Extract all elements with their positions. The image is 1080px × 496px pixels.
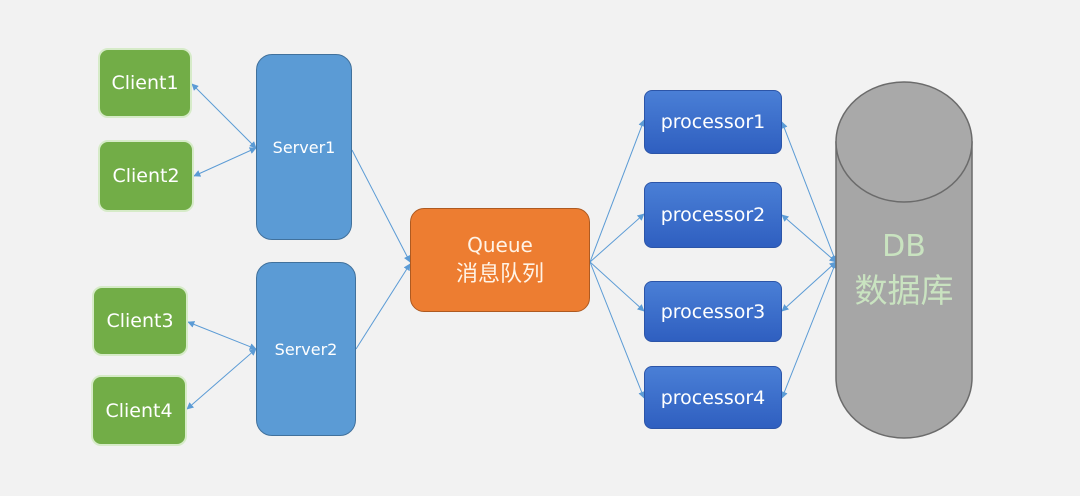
processor-label: processor4 [660, 386, 766, 409]
db-title: DB [882, 229, 926, 264]
db-cylinder-top [835, 81, 973, 203]
arrow-processor4-db [781, 261, 837, 399]
arrow-client2-server1 [193, 147, 257, 177]
processor-node-3: processor3 [644, 281, 782, 342]
client-node-3: Client3 [92, 286, 188, 356]
db-cylinder: DB 数据库 [835, 81, 973, 439]
arrow-client1-server1 [191, 83, 257, 149]
server-label: Server1 [272, 137, 336, 157]
arrow-processor2-db [781, 214, 837, 263]
arrow-queue-processor4 [589, 261, 645, 399]
client-label: Client3 [106, 310, 174, 332]
arrow-processor1-db [781, 121, 837, 263]
client-label: Client4 [105, 399, 173, 422]
processor-node-1: processor1 [644, 90, 782, 154]
client-label: Client1 [111, 72, 179, 94]
server-node-1: Server1 [256, 54, 352, 240]
server-node-2: Server2 [256, 262, 356, 436]
processor-label: processor3 [660, 300, 766, 323]
arrow-queue-processor3 [589, 261, 645, 312]
arrow-server2-queue [355, 263, 411, 350]
processor-label: processor1 [660, 111, 766, 133]
queue-title: Queue [467, 233, 533, 257]
client-node-2: Client2 [98, 140, 194, 212]
processor-node-4: processor4 [644, 366, 782, 429]
arrow-processor3-db [781, 261, 837, 312]
processor-node-2: processor2 [644, 182, 782, 248]
arrow-queue-processor2 [589, 213, 645, 263]
arrow-queue-processor1 [589, 119, 646, 263]
arrow-client4-server2 [186, 348, 257, 410]
queue-subtitle: 消息队列 [455, 262, 544, 287]
arrow-server1-queue [351, 149, 411, 263]
client-node-4: Client4 [91, 375, 187, 446]
client-node-1: Client1 [98, 48, 192, 118]
db-cylinder-body [835, 141, 973, 439]
server-label: Server2 [274, 339, 338, 359]
client-label: Client2 [112, 165, 180, 187]
processor-label: processor2 [660, 204, 766, 226]
arrow-client3-server2 [187, 321, 257, 350]
db-subtitle: 数据库 [855, 271, 954, 310]
queue-node: Queue 消息队列 [410, 208, 590, 312]
